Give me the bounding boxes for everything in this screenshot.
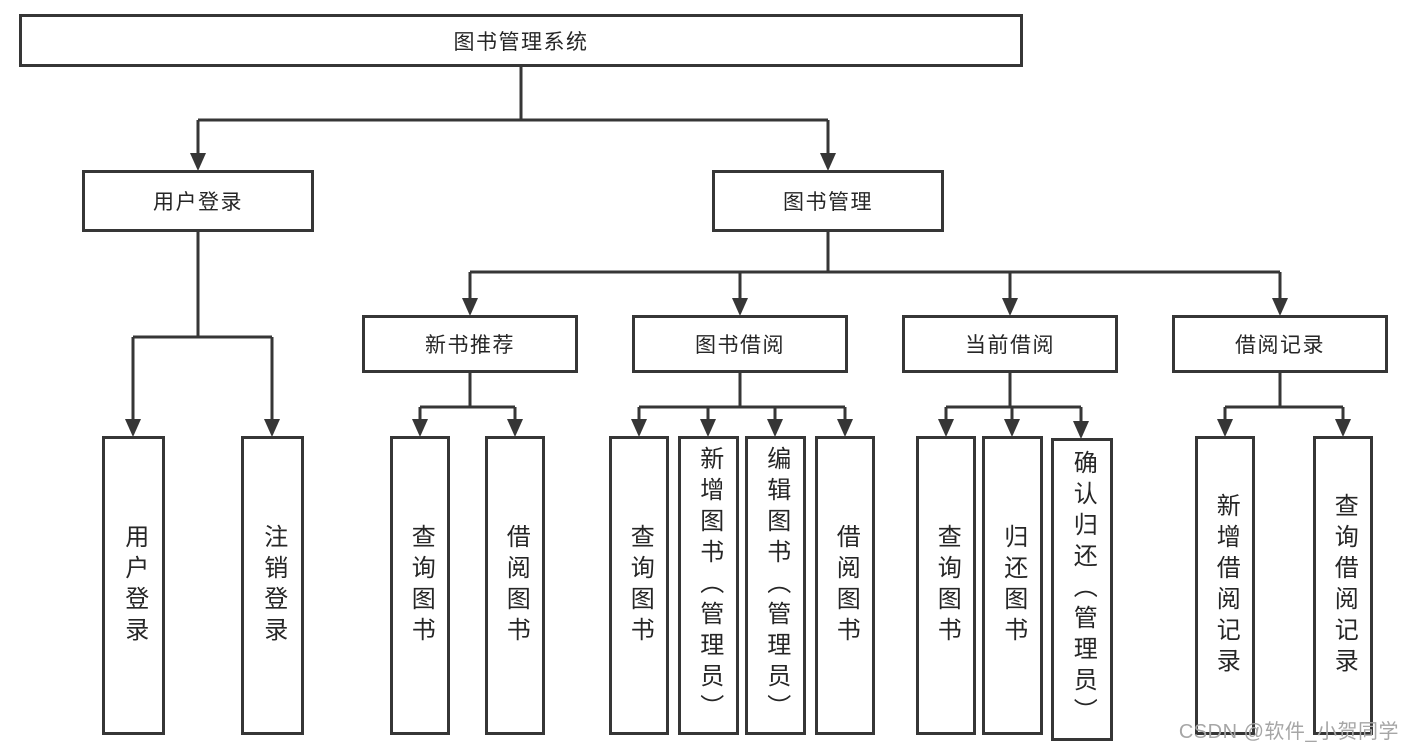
leaf-add-borrow-record: 新增借阅记录 — [1195, 436, 1255, 735]
leaf-label: 借阅图书 — [502, 523, 530, 648]
leaf-label: 查询借阅记录 — [1330, 492, 1358, 679]
node-label: 新书推荐 — [425, 334, 515, 357]
leaf-edit-books-admin: 编辑图书（管理员） — [745, 436, 806, 735]
leaf-borrow-books-recommend: 借阅图书 — [485, 436, 545, 735]
leaf-label: 确认归还（管理员） — [1069, 450, 1097, 729]
leaf-confirm-return-admin: 确认归还（管理员） — [1051, 438, 1113, 741]
node-label: 借阅记录 — [1235, 334, 1325, 357]
node-label: 图书管理系统 — [453, 30, 589, 54]
leaf-borrow-books: 借阅图书 — [815, 436, 875, 735]
leaf-query-books-current: 查询图书 — [916, 436, 976, 735]
node-new-book-recommendation: 新书推荐 — [362, 315, 578, 373]
leaf-label: 用户登录 — [120, 523, 148, 648]
leaf-label: 编辑图书（管理员） — [762, 446, 790, 725]
leaf-label: 归还图书 — [999, 523, 1027, 648]
node-borrowing-records: 借阅记录 — [1172, 315, 1388, 373]
node-library-management-system: 图书管理系统 — [19, 14, 1023, 67]
arrow-down-icons — [125, 153, 1351, 439]
leaf-logout: 注销登录 — [241, 436, 304, 735]
leaf-user-login: 用户登录 — [102, 436, 165, 735]
leaf-label: 查询图书 — [407, 523, 435, 648]
watermark-text: CSDN @软件_小贺同学 — [1178, 721, 1399, 743]
node-label: 图书管理 — [783, 191, 873, 214]
leaf-label: 新增图书（管理员） — [695, 446, 723, 725]
node-current-borrowing: 当前借阅 — [902, 315, 1118, 373]
node-label: 当前借阅 — [965, 334, 1055, 357]
node-label: 用户登录 — [153, 191, 243, 214]
node-book-management: 图书管理 — [712, 170, 944, 232]
leaf-return-books: 归还图书 — [982, 436, 1043, 735]
leaf-add-books-admin: 新增图书（管理员） — [678, 436, 739, 735]
node-label: 图书借阅 — [695, 334, 785, 357]
leaf-label: 新增借阅记录 — [1212, 492, 1240, 679]
node-user-login: 用户登录 — [82, 170, 314, 232]
leaf-label: 注销登录 — [259, 523, 287, 648]
node-book-borrowing: 图书借阅 — [632, 315, 848, 373]
leaf-label: 查询图书 — [626, 523, 654, 648]
leaf-query-borrow-record: 查询借阅记录 — [1313, 436, 1373, 735]
leaf-query-books-borrowing: 查询图书 — [609, 436, 669, 735]
leaf-label: 借阅图书 — [832, 523, 860, 648]
leaf-label: 查询图书 — [933, 523, 961, 648]
leaf-query-books-recommend: 查询图书 — [390, 436, 450, 735]
